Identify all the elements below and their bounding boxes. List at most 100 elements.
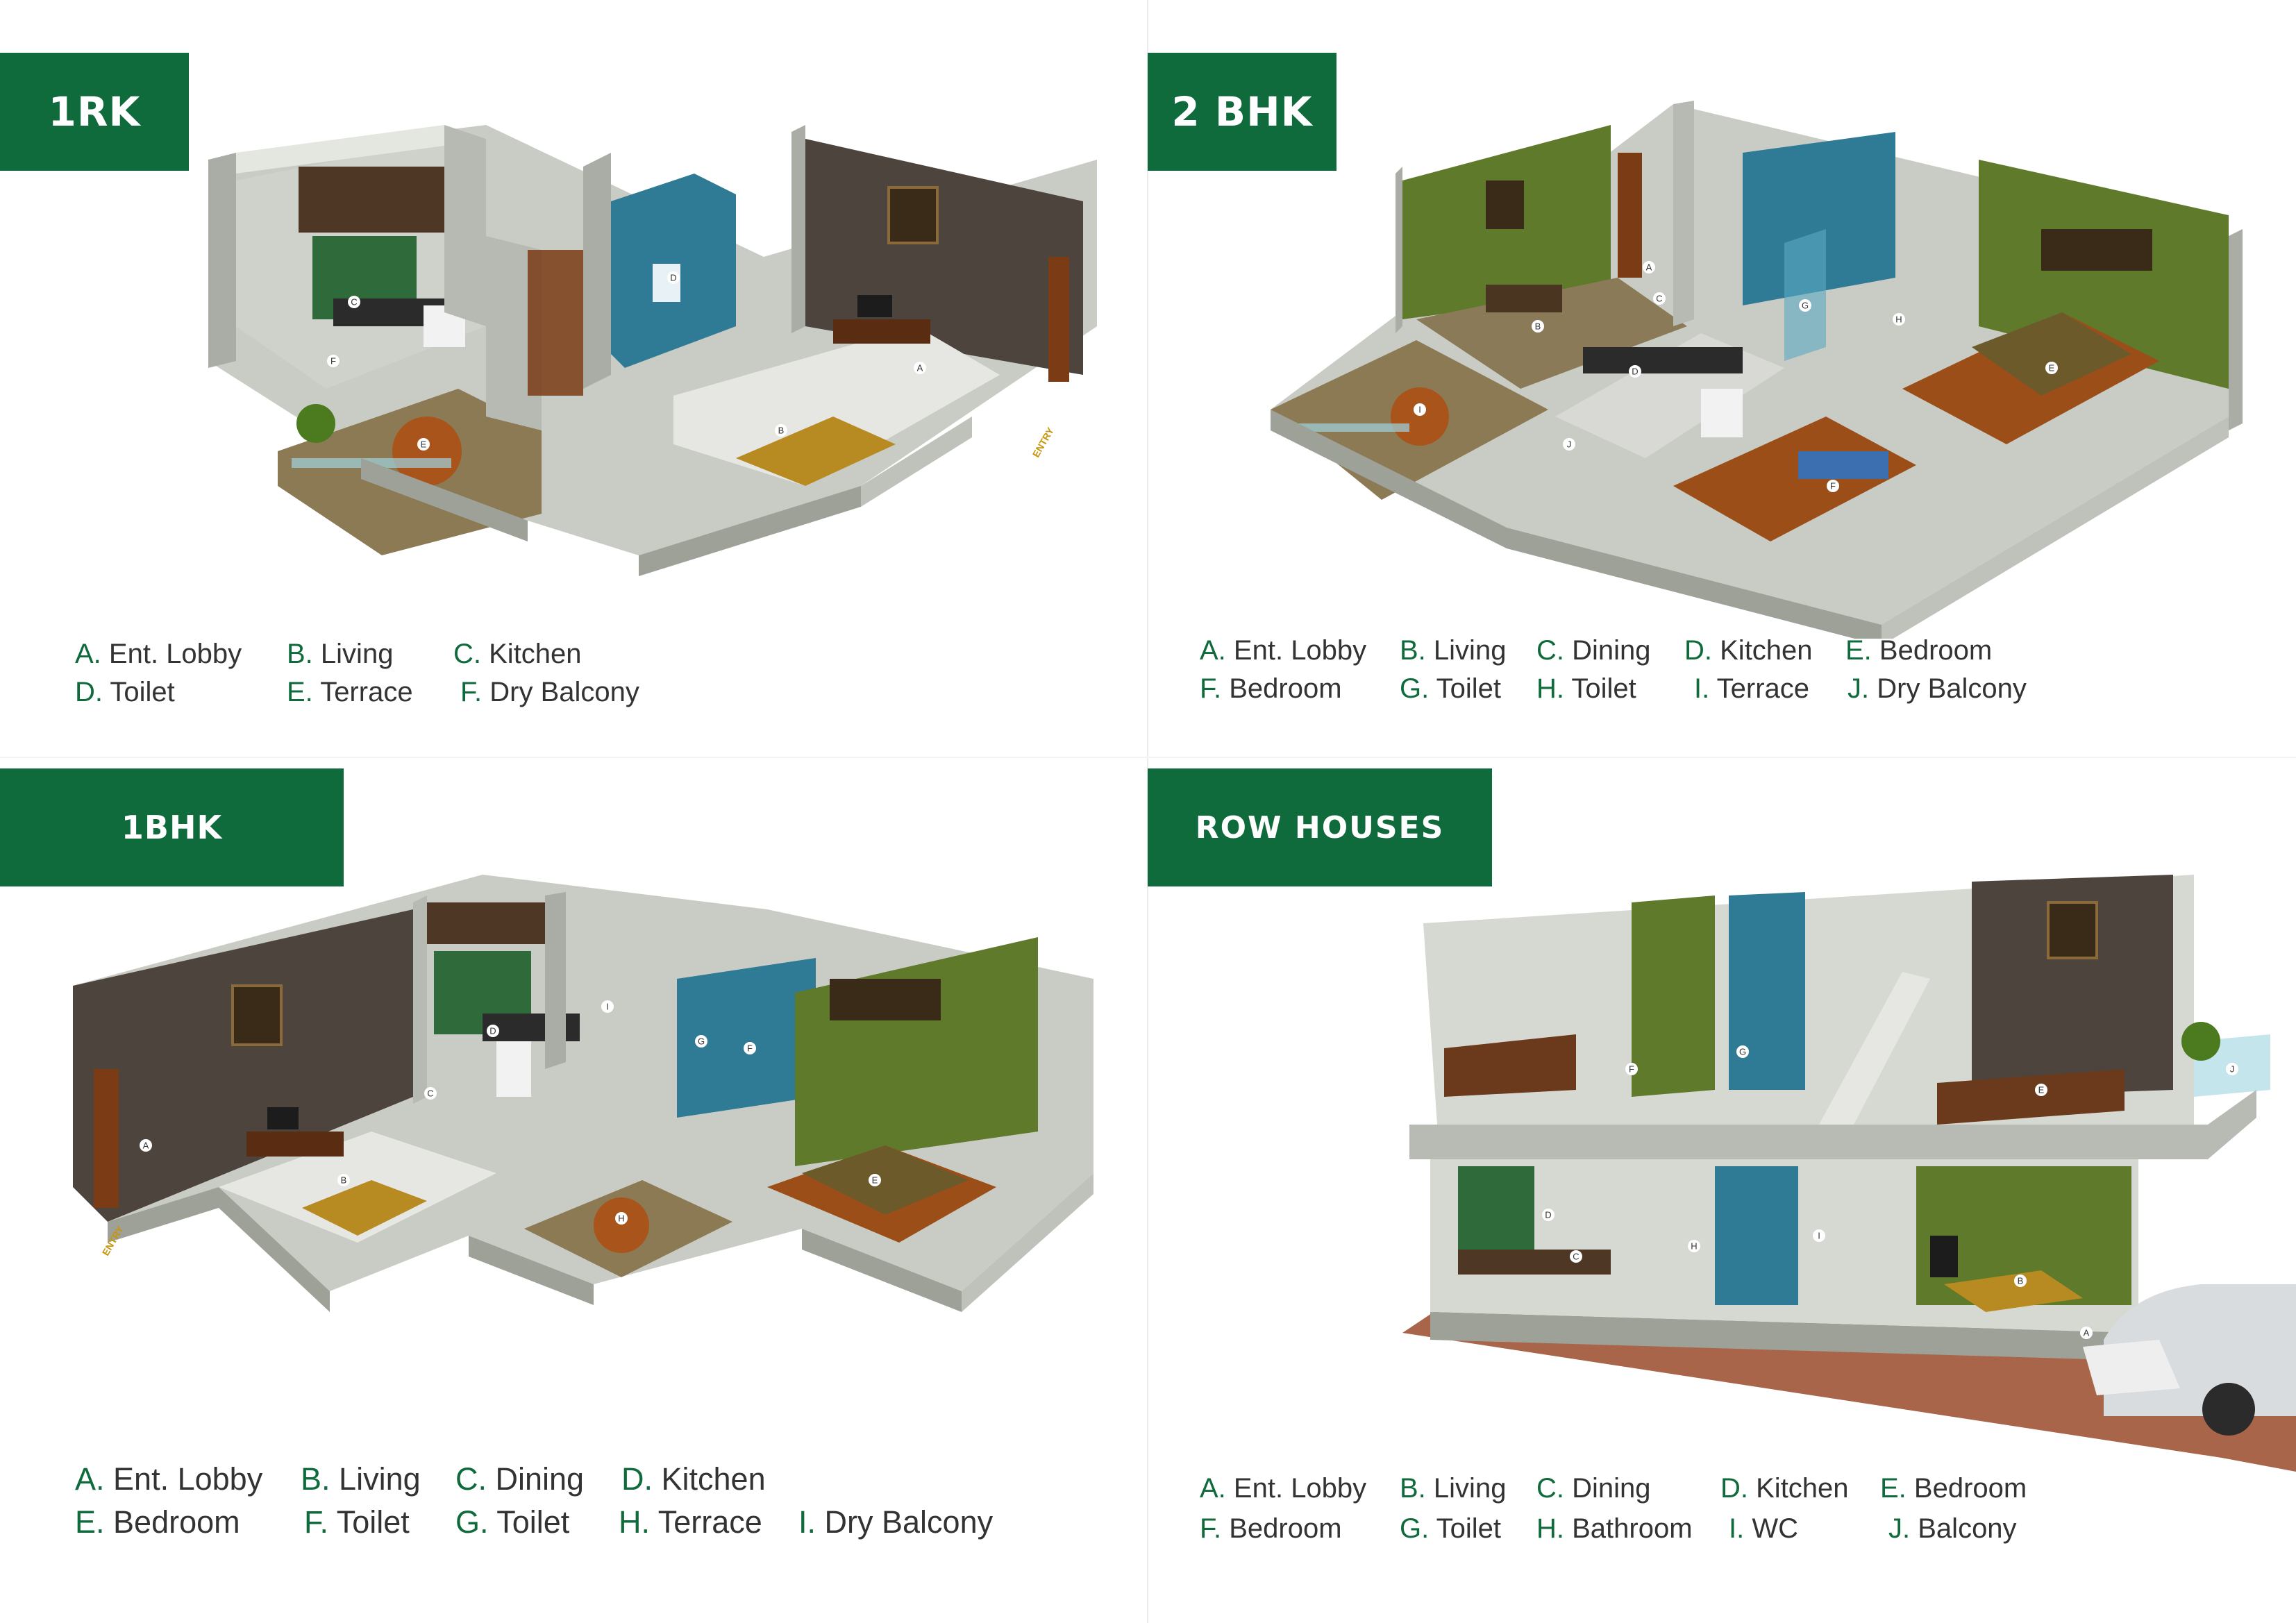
svg-text:B: B bbox=[341, 1175, 347, 1185]
legend-item: I. Terrace bbox=[1694, 673, 1810, 704]
section-title-1rk: 1RK bbox=[0, 53, 189, 171]
living-rug bbox=[302, 1180, 427, 1236]
room-tags-row-houses: A B C D E F G H I J bbox=[1542, 1045, 2238, 1339]
section-title-2bhk: 2 BHK bbox=[1148, 53, 1336, 171]
svg-text:I: I bbox=[1818, 1230, 1820, 1241]
upper-stone-wall bbox=[1972, 875, 2173, 1097]
bedroom-painting bbox=[2041, 229, 2152, 271]
svg-text:G: G bbox=[1739, 1046, 1746, 1057]
svg-text:D: D bbox=[1545, 1209, 1551, 1220]
legend-item: I. WC bbox=[1729, 1513, 1798, 1544]
svg-text:G: G bbox=[1802, 300, 1809, 310]
lower-kitchen-counter bbox=[1458, 1250, 1611, 1275]
upper-bed bbox=[1937, 1069, 2125, 1125]
room-tags-1bhk: A B C D E F G H I bbox=[140, 1000, 881, 1225]
legend-item: C. Kitchen bbox=[453, 639, 582, 669]
living-floor bbox=[1416, 278, 1687, 389]
dining-table bbox=[1391, 387, 1449, 446]
terrace-glass-rail bbox=[1284, 423, 1409, 432]
toilet-tiles bbox=[677, 958, 816, 1118]
svg-text:F: F bbox=[1830, 480, 1836, 491]
tv bbox=[857, 295, 892, 317]
svg-text:F: F bbox=[330, 355, 336, 366]
fridge bbox=[1701, 389, 1743, 437]
svg-text:A: A bbox=[1646, 262, 1652, 272]
svg-text:I: I bbox=[606, 1001, 609, 1011]
living-rug bbox=[736, 417, 896, 486]
fridge bbox=[496, 1041, 531, 1097]
legend-item: D. Kitchen bbox=[1684, 635, 1813, 666]
upper-staircase bbox=[1819, 972, 1930, 1125]
tv bbox=[1930, 1236, 1958, 1277]
svg-text:A: A bbox=[2084, 1327, 2090, 1338]
legend-item: C. Dining bbox=[1536, 1473, 1651, 1504]
legend-item: H. Bathroom bbox=[1536, 1513, 1693, 1544]
legend-item: E. Terrace bbox=[287, 677, 413, 707]
section-title-row-houses: ROW HOUSES bbox=[1148, 768, 1492, 886]
balcony-plant bbox=[2181, 1022, 2220, 1061]
legend-item: I. Dry Balcony bbox=[798, 1504, 994, 1540]
bedroom2-wood-floor bbox=[1673, 417, 1916, 541]
wall-painting bbox=[887, 186, 939, 244]
svg-text:C: C bbox=[351, 296, 357, 307]
svg-text:H: H bbox=[1691, 1241, 1697, 1251]
terrace-plant bbox=[296, 404, 335, 443]
tv bbox=[267, 1107, 299, 1129]
legend-item: F. Bedroom bbox=[1200, 1513, 1342, 1544]
living-stone-wall bbox=[73, 909, 413, 1222]
bedroom-painting bbox=[830, 979, 941, 1020]
wall-painting bbox=[2047, 901, 2098, 959]
svg-text:G: G bbox=[698, 1036, 705, 1046]
svg-text:C: C bbox=[1573, 1251, 1579, 1261]
legend-item: F. Bedroom bbox=[1200, 673, 1342, 704]
legend-item: C. Dining bbox=[1536, 635, 1651, 666]
floor-plan-2bhk: A B C D E F G H I J bbox=[1257, 97, 2243, 639]
legend-item: B. Living bbox=[287, 639, 394, 669]
svg-text:F: F bbox=[1629, 1063, 1634, 1074]
svg-text:C: C bbox=[1656, 293, 1662, 303]
svg-text:B: B bbox=[1535, 321, 1541, 331]
upper-blue-tiles bbox=[1729, 892, 1805, 1090]
svg-text:D: D bbox=[489, 1025, 496, 1036]
kitchen-cabinets bbox=[299, 167, 451, 233]
svg-text:E: E bbox=[2049, 362, 2055, 373]
lower-blue-tiles bbox=[1715, 1166, 1798, 1305]
legend-item: B. Living bbox=[1400, 1473, 1507, 1504]
svg-text:A: A bbox=[143, 1140, 149, 1150]
legend-item: F. Dry Balcony bbox=[460, 677, 639, 707]
section-view-row-houses: A B C D E F G H I J bbox=[1402, 861, 2296, 1472]
kitchen-counter bbox=[1583, 347, 1743, 373]
kitchen-door bbox=[528, 250, 583, 396]
wall-painting bbox=[231, 984, 283, 1046]
bedroom-bed bbox=[1972, 312, 2131, 396]
lower-green-wall bbox=[1916, 1166, 2131, 1305]
wall-painting bbox=[1486, 180, 1524, 229]
floor-slab bbox=[1409, 1090, 2256, 1159]
legend-item: D. Kitchen bbox=[1720, 1473, 1849, 1504]
tv-unit bbox=[246, 1132, 344, 1157]
legend-item: G. Toilet bbox=[1400, 673, 1502, 704]
bedroom-bed bbox=[802, 1145, 969, 1215]
svg-text:B: B bbox=[778, 425, 785, 435]
entry-steps bbox=[2083, 1340, 2180, 1395]
dining-table bbox=[392, 417, 462, 486]
svg-text:I: I bbox=[1418, 404, 1421, 414]
legend-item: E. Bedroom bbox=[1880, 1473, 2027, 1504]
dining-table bbox=[594, 1197, 649, 1253]
entry-door bbox=[1618, 153, 1642, 278]
room-tags-1rk: A B C D E F bbox=[327, 271, 926, 451]
svg-text:A: A bbox=[917, 362, 923, 373]
legend-item: J. Dry Balcony bbox=[1847, 673, 2027, 704]
svg-text:C: C bbox=[427, 1088, 433, 1098]
svg-text:F: F bbox=[747, 1043, 753, 1053]
tv-unit bbox=[833, 319, 930, 344]
upper-green-wall bbox=[1632, 895, 1715, 1097]
room-tags-2bhk: A B C D E F G H I J bbox=[1414, 261, 2058, 492]
svg-text:D: D bbox=[670, 272, 676, 283]
floor-plan-1rk: A B C D E F ENTRY bbox=[194, 97, 1111, 611]
svg-text:H: H bbox=[1895, 314, 1902, 324]
legend-item: D. Kitchen bbox=[621, 1461, 766, 1497]
svg-text:H: H bbox=[618, 1213, 624, 1223]
legend-item: H. Terrace bbox=[619, 1504, 762, 1540]
legend-item: E. Bedroom bbox=[75, 1504, 240, 1540]
